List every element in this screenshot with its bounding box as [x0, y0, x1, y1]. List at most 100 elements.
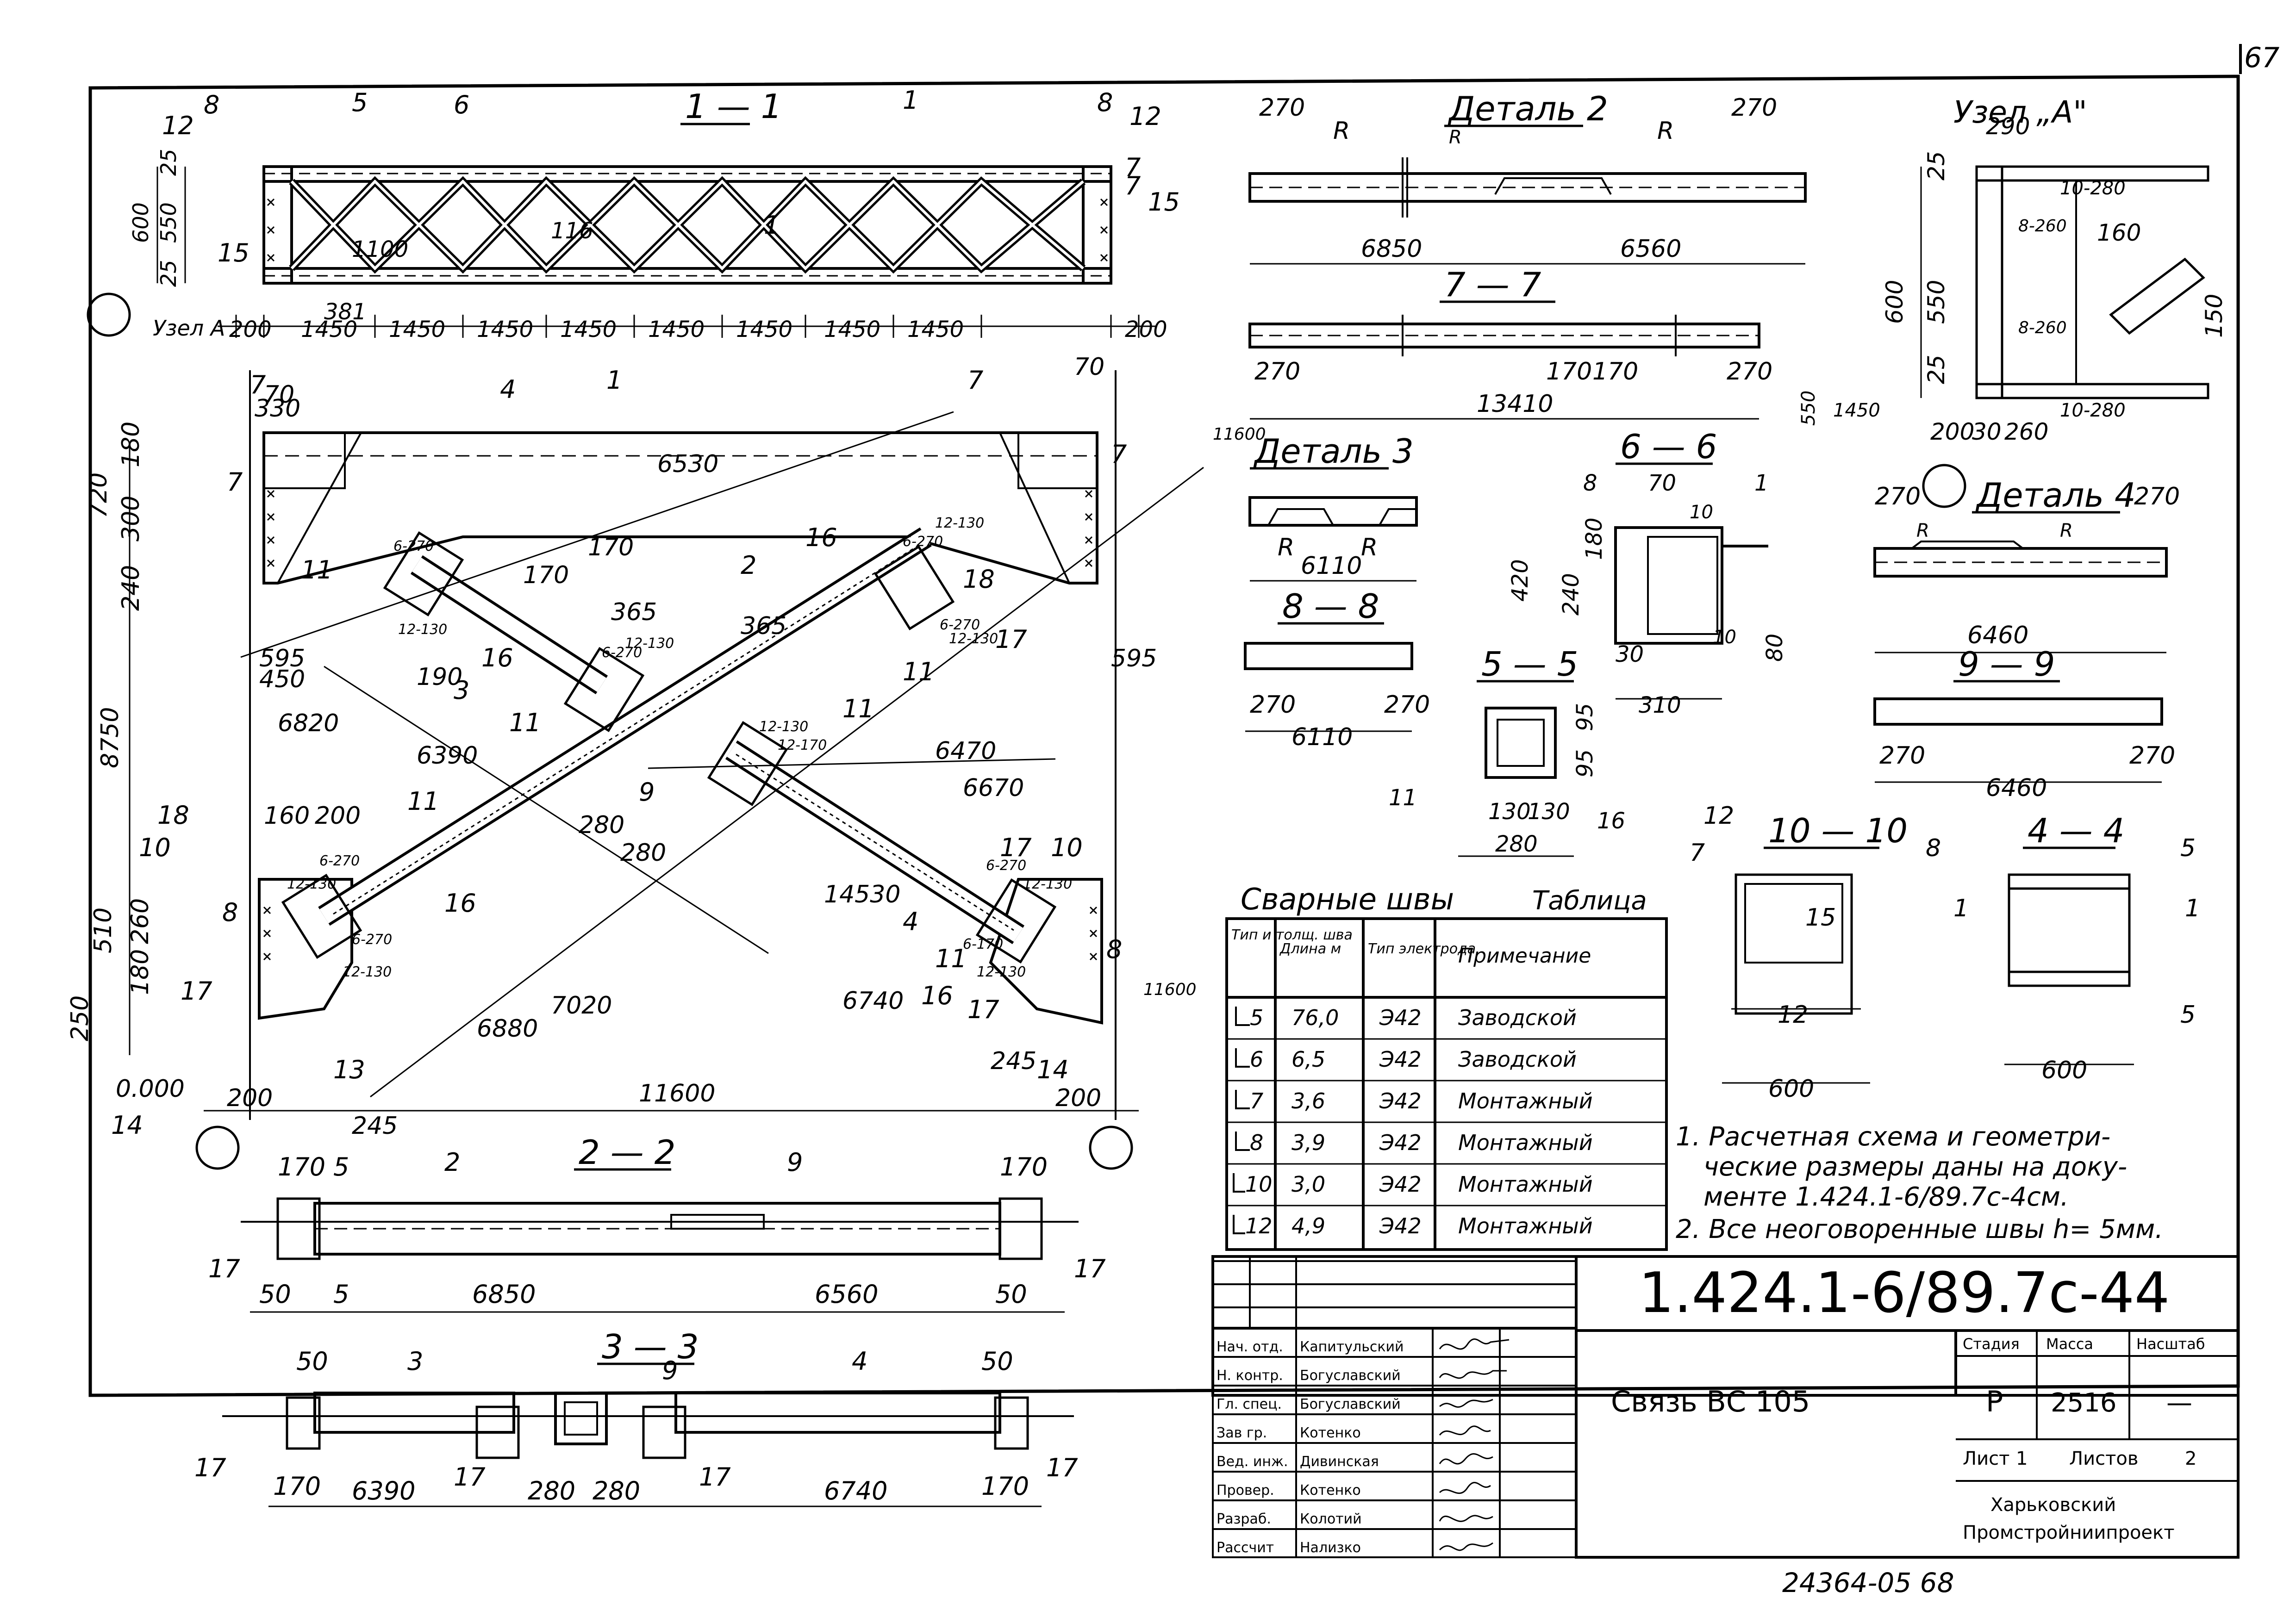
svg-text:14: 14 — [111, 1111, 143, 1140]
view-8-8: 8 — 8 6110 270 270 — [1244, 587, 1430, 751]
svg-text:6-270: 6-270 — [602, 645, 642, 661]
svg-text:6-270: 6-270 — [940, 617, 980, 633]
svg-text:1450: 1450 — [648, 317, 705, 342]
svg-text:6,5: 6,5 — [1292, 1047, 1325, 1072]
svg-text:Котенко: Котенко — [1300, 1482, 1361, 1499]
svg-text:17: 17 — [967, 995, 999, 1024]
svg-text:190: 190 — [417, 663, 462, 691]
svg-text:600: 600 — [2041, 1057, 2087, 1084]
view-title: Деталь 4 — [1975, 476, 2136, 515]
svg-text:Тип электрода: Тип электрода — [1368, 941, 1476, 957]
svg-text:250: 250 — [66, 995, 94, 1041]
svg-text:11: 11 — [1389, 785, 1417, 811]
svg-text:Нач. отд.: Нач. отд. — [1217, 1339, 1283, 1355]
svg-text:5: 5 — [2180, 1001, 2196, 1029]
svg-text:R: R — [1333, 117, 1350, 145]
svg-text:365: 365 — [611, 598, 657, 626]
svg-text:1100: 1100 — [352, 236, 408, 262]
svg-text:50: 50 — [296, 1347, 328, 1376]
svg-text:—: — — [2166, 1388, 2192, 1418]
svg-text:5: 5 — [352, 88, 368, 117]
svg-text:25: 25 — [156, 149, 181, 176]
svg-text:R: R — [1657, 117, 1674, 145]
svg-text:12: 12 — [1245, 1213, 1273, 1238]
drawing-name: Связь ВС 105 — [1611, 1385, 1810, 1418]
svg-text:180: 180 — [1581, 517, 1607, 560]
svg-text:Э42: Э42 — [1379, 1172, 1422, 1197]
svg-text:1450: 1450 — [477, 317, 533, 342]
svg-text:8-260: 8-260 — [2018, 318, 2067, 337]
svg-text:2: 2 — [2185, 1448, 2196, 1469]
svg-text:5: 5 — [333, 1280, 349, 1309]
svg-text:25: 25 — [1923, 354, 1950, 384]
svg-text:12: 12 — [1778, 1001, 1808, 1029]
svg-text:Зав гр.: Зав гр. — [1217, 1425, 1267, 1441]
svg-text:280: 280 — [1495, 831, 1538, 857]
view-6-6: 6 — 6 310 420 240 180 70 10 10 80 30 8 1 — [1507, 427, 1788, 718]
svg-text:116: 116 — [551, 218, 593, 244]
svg-text:4,9: 4,9 — [1292, 1213, 1325, 1238]
svg-text:1: 1 — [903, 86, 918, 115]
svg-text:1: 1 — [1953, 895, 1969, 922]
svg-text:130: 130 — [1528, 799, 1570, 825]
svg-text:5: 5 — [2180, 834, 2196, 862]
svg-text:550: 550 — [1923, 280, 1950, 324]
svg-text:Нализко: Нализко — [1300, 1540, 1361, 1556]
svg-text:ческие размеры даны на доку-: ческие размеры даны на доку- — [1703, 1152, 2127, 1182]
svg-text:8750: 8750 — [96, 707, 124, 768]
svg-text:280: 280 — [579, 811, 624, 839]
view-title: 9 — 9 — [1958, 645, 2055, 684]
svg-text:245: 245 — [991, 1047, 1036, 1075]
svg-text:1: 1 — [1754, 470, 1769, 496]
svg-text:330: 330 — [255, 395, 300, 423]
svg-text:310: 310 — [1639, 692, 1681, 718]
svg-text:1450: 1450 — [907, 317, 964, 342]
svg-text:600: 600 — [128, 202, 153, 243]
svg-text:6-270: 6-270 — [986, 858, 1026, 874]
svg-text:2. Все неоговоренные швы h= 5м: 2. Все неоговоренные швы h= 5мм. — [1676, 1214, 2163, 1244]
svg-text:Дивинская: Дивинская — [1300, 1454, 1379, 1470]
svg-text:1: 1 — [2185, 895, 2200, 922]
general-notes: 1. Расчетная схема и геометри- ческие ра… — [1676, 1122, 2163, 1244]
svg-text:6880: 6880 — [477, 1015, 538, 1043]
svg-text:4: 4 — [500, 375, 516, 404]
svg-text:9: 9 — [639, 777, 655, 807]
svg-text:1450: 1450 — [389, 317, 445, 342]
svg-text:595: 595 — [259, 645, 305, 672]
drawing-code: 1.424.1-6/89.7с-44 — [1639, 1261, 2170, 1325]
archive-number: 24364-05 68 — [1782, 1567, 1954, 1598]
svg-text:200: 200 — [227, 1084, 273, 1112]
svg-text:17: 17 — [454, 1462, 486, 1492]
svg-text:17: 17 — [181, 976, 212, 1006]
svg-text:10: 10 — [1245, 1172, 1273, 1197]
svg-text:1: 1 — [2016, 1448, 2028, 1469]
detail-2: Деталь 2 6850 6560 270 270 R R R — [1248, 89, 1807, 265]
svg-text:600: 600 — [1768, 1075, 1814, 1103]
svg-text:76,0: 76,0 — [1292, 1005, 1339, 1030]
svg-text:10: 10 — [1713, 627, 1736, 648]
svg-text:6740: 6740 — [824, 1476, 887, 1505]
svg-text:Колотий: Колотий — [1300, 1511, 1362, 1527]
svg-text:Э42: Э42 — [1379, 1005, 1422, 1030]
svg-text:720: 720 — [85, 473, 112, 518]
svg-text:16: 16 — [444, 889, 476, 918]
svg-text:8: 8 — [1583, 470, 1597, 496]
svg-text:510: 510 — [89, 908, 117, 953]
svg-text:6390: 6390 — [417, 742, 478, 770]
svg-text:Рассчит: Рассчит — [1217, 1540, 1274, 1556]
svg-text:18: 18 — [157, 801, 189, 830]
svg-text:95: 95 — [1572, 703, 1598, 731]
svg-text:245: 245 — [352, 1112, 398, 1140]
page-number: 67 — [2239, 42, 2279, 74]
svg-text:Лист: Лист — [1963, 1448, 2009, 1469]
svg-text:180: 180 — [126, 949, 154, 995]
svg-text:170: 170 — [981, 1472, 1029, 1501]
view-5-5: 5 — 5 280 130 130 95 95 11 16 — [1389, 645, 1625, 857]
svg-text:7: 7 — [1125, 171, 1141, 200]
svg-text:270: 270 — [2134, 483, 2180, 510]
svg-text:Гл. спец.: Гл. спец. — [1217, 1396, 1282, 1412]
svg-text:25: 25 — [1923, 151, 1950, 180]
svg-text:6460: 6460 — [1967, 622, 2028, 649]
svg-text:Таблица: Таблица — [1532, 886, 1647, 916]
